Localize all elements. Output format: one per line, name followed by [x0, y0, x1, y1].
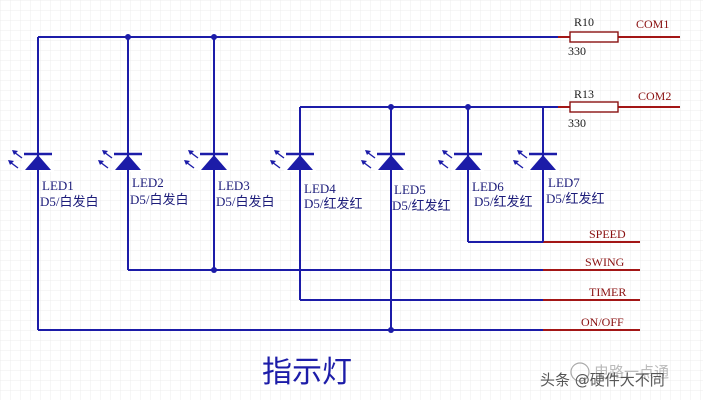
led7-ref: LED7 [548, 175, 580, 190]
junction-dot [211, 267, 217, 273]
light-ray-arrow-icon [513, 160, 519, 165]
junction-dot [125, 34, 131, 40]
led-symbol-4 [270, 150, 316, 172]
com1-label: COM1 [636, 17, 669, 31]
light-ray-arrow-icon [438, 160, 444, 165]
light-ray-arrow-icon [12, 150, 18, 155]
led-symbol-3 [184, 150, 230, 172]
r13-value: 330 [568, 116, 586, 130]
led4-value: D5/红发红 [304, 196, 363, 211]
led6-ref: LED6 [472, 179, 504, 194]
junction-dot [211, 34, 217, 40]
led-triangle-icon [378, 155, 404, 170]
led4-ref: LED4 [304, 181, 336, 196]
led6-value: D5/红发红 [474, 194, 533, 209]
light-ray-arrow-icon [274, 150, 280, 155]
junction-dot [388, 104, 394, 110]
led-symbol-7 [513, 150, 559, 172]
led-triangle-icon [115, 155, 141, 170]
resistor-r10: R10 330 [558, 15, 619, 58]
r10-value: 330 [568, 44, 586, 58]
led-symbol-2 [98, 150, 144, 172]
r13-ref: R13 [574, 87, 594, 101]
led-group [8, 150, 559, 172]
led-symbol-6 [438, 150, 484, 172]
light-ray-arrow-icon [184, 160, 190, 165]
net-label-swing: SWING [585, 255, 625, 269]
led-triangle-icon [287, 155, 313, 170]
watermark-logo-icon [570, 362, 590, 382]
light-ray-arrow-icon [517, 150, 523, 155]
light-ray-arrow-icon [102, 150, 108, 155]
watermark-faint: 电路一点通 [594, 363, 669, 381]
light-ray-arrow-icon [442, 150, 448, 155]
net-label-timer: TIMER [589, 285, 626, 299]
light-ray-arrow-icon [188, 150, 194, 155]
diagram-title: 指示灯 [262, 355, 352, 390]
led-triangle-icon [455, 155, 481, 170]
junction-dot [388, 327, 394, 333]
led1-ref: LED1 [42, 178, 74, 193]
com2-label: COM2 [638, 89, 671, 103]
led3-value: D5/白发白 [216, 194, 275, 209]
net-label-speed: SPEED [589, 227, 626, 241]
light-ray-arrow-icon [365, 150, 371, 155]
led-triangle-icon [530, 155, 556, 170]
led-triangle-icon [201, 155, 227, 170]
led5-ref: LED5 [394, 182, 426, 197]
junction-dot [465, 104, 471, 110]
led-symbol-1 [8, 150, 54, 172]
led2-value: D5/白发白 [130, 192, 189, 207]
led2-ref: LED2 [132, 175, 164, 190]
led-symbol-5 [361, 150, 407, 172]
led-triangle-icon [25, 155, 51, 170]
light-ray-arrow-icon [270, 160, 276, 165]
led7-value: D5/红发红 [546, 191, 605, 206]
light-ray-arrow-icon [8, 160, 14, 165]
light-ray-arrow-icon [361, 160, 367, 165]
led3-ref: LED3 [218, 178, 250, 193]
watermark-text: 头条 @硬件大不同 [540, 371, 665, 389]
resistor-r13: R13 330 [558, 87, 619, 130]
net-label-onoff: ON/OFF [581, 315, 624, 329]
light-ray-arrow-icon [98, 160, 104, 165]
led5-value: D5/红发红 [392, 198, 451, 213]
led1-value: D5/白发白 [40, 194, 99, 209]
r10-ref: R10 [574, 15, 594, 29]
